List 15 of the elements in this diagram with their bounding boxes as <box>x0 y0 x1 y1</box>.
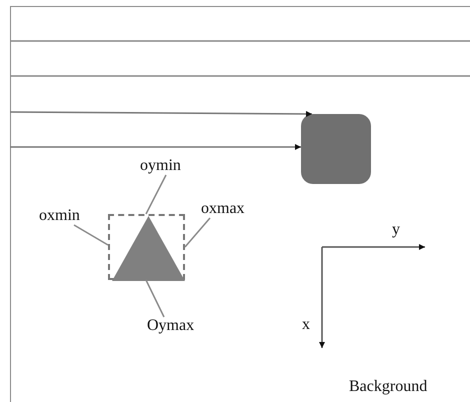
axis-label: x <box>302 316 310 334</box>
background-frame <box>10 6 470 402</box>
callout-label: oxmax <box>201 200 245 218</box>
frame-label: Background <box>349 378 428 396</box>
leader-line <box>184 218 211 248</box>
leader-line <box>145 174 167 214</box>
leader-line <box>74 224 108 246</box>
axis-label: y <box>392 221 400 239</box>
callout-label: oymin <box>140 157 181 175</box>
callout-label: Oymax <box>147 317 194 335</box>
callout-label: oxmin <box>39 207 80 225</box>
arrow <box>10 144 301 150</box>
leader-line <box>145 280 165 318</box>
arrow <box>10 110 312 117</box>
rounded-square <box>301 114 371 184</box>
